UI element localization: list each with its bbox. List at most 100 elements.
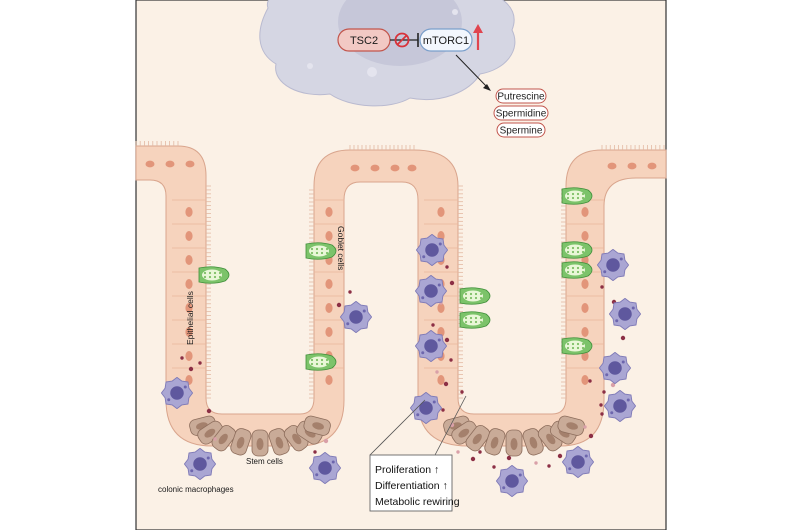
polyamine-dot <box>449 280 455 286</box>
effects-box <box>369 454 453 512</box>
polyamine-dot <box>492 465 496 469</box>
polyamine-dot <box>456 450 460 454</box>
nucleus <box>325 231 333 241</box>
polyamine-pill <box>495 88 547 104</box>
macrophage <box>308 451 342 485</box>
goblet-cell <box>561 241 593 259</box>
polyamine-dot <box>431 323 435 327</box>
polyamine-dot <box>198 361 202 365</box>
nucleus <box>607 162 617 170</box>
goblet-cell <box>459 311 491 329</box>
polyamine-dot <box>506 455 512 461</box>
polyamine-dot <box>441 408 445 412</box>
polyamine-dot <box>435 370 439 374</box>
nucleus <box>185 207 193 217</box>
stem-cell <box>465 425 491 452</box>
polyamine-dot <box>323 438 329 444</box>
polyamine-pill <box>493 105 549 121</box>
nucleus <box>145 160 155 168</box>
goblet-cell <box>305 242 337 260</box>
goblet-cell <box>561 261 593 279</box>
nucleus <box>581 375 589 385</box>
macrophage <box>596 248 630 282</box>
macrophage <box>603 389 637 423</box>
polyamine-label: Spermidine <box>496 109 547 120</box>
polyamine-dot <box>213 437 217 441</box>
effects-callout: Proliferation ↑ Differentiation ↑ Metabo… <box>369 395 467 512</box>
polyamine-dot <box>443 381 449 387</box>
polyamine-pill <box>496 122 546 138</box>
stem-cell <box>197 420 225 445</box>
polyamine-dot <box>460 390 464 394</box>
polyamine-dot <box>588 379 592 383</box>
nucleus <box>325 327 333 337</box>
nucleus <box>325 279 333 289</box>
stem-cell <box>303 415 331 436</box>
polyamine-dot <box>547 464 551 468</box>
stem-cell <box>451 420 479 445</box>
nucleus <box>325 303 333 313</box>
stem-cell <box>230 428 252 456</box>
macrophage <box>414 274 448 308</box>
polyamine-dot <box>445 265 449 269</box>
macrophage <box>339 300 373 334</box>
polyamine-dot <box>620 335 626 341</box>
epithelium-layer <box>135 141 667 447</box>
arrow-head-icon <box>483 84 491 91</box>
goblet-cell <box>561 187 593 205</box>
polyamine-dot <box>180 356 184 360</box>
effect-metabolic-rewiring: Metabolic rewiring <box>375 496 460 508</box>
polyamine-dot <box>602 390 606 394</box>
polyamine-label: Spermine <box>500 126 543 137</box>
goblet-cell <box>305 353 337 371</box>
polyamine-dot <box>336 302 342 308</box>
stem-cell <box>484 428 506 456</box>
macrophage <box>415 233 449 267</box>
nucleus <box>581 207 589 217</box>
stem-cell-layer <box>189 415 585 457</box>
macrophage <box>608 297 642 331</box>
stem-cell <box>251 429 269 457</box>
goblet-cell <box>561 337 593 355</box>
nucleus <box>627 162 637 170</box>
macrophage <box>495 464 529 498</box>
up-arrow-icon <box>473 24 483 50</box>
polyamine-dot <box>206 408 212 414</box>
nucleus <box>185 279 193 289</box>
polyamine-dot <box>600 412 604 416</box>
nucleus <box>185 160 195 168</box>
macrophage <box>160 376 194 410</box>
mtorc1-pill <box>419 28 473 52</box>
polyamine-dot <box>444 337 450 343</box>
nucleus <box>647 162 657 170</box>
nucleus <box>325 207 333 217</box>
polyamine-dot <box>599 403 603 407</box>
epithelial-band <box>135 145 667 447</box>
polyamine-dot <box>470 456 476 462</box>
polyamine-dot <box>188 366 194 372</box>
stem-cell <box>211 425 237 452</box>
nucleus <box>185 255 193 265</box>
goblet-cell <box>198 266 230 284</box>
pathway-diagram: TSC2 mTORC1 Putrescine Spermidine Spermi… <box>337 24 549 138</box>
stem-cell <box>557 415 585 436</box>
nucleus <box>437 375 445 385</box>
polyamine-dot <box>600 285 604 289</box>
stem-cell <box>505 429 523 457</box>
goblet-cells-label: Goblet cells <box>336 226 346 270</box>
nucleus <box>370 164 380 172</box>
polyamine-dot <box>478 450 482 454</box>
macrophage <box>561 445 595 479</box>
polyamine-dot <box>557 453 563 459</box>
nucleus <box>581 327 589 337</box>
tsc2-label: TSC2 <box>350 35 378 47</box>
epithelial-cells-label: Epithelial cells <box>185 291 195 345</box>
macrophage-layer <box>160 233 642 498</box>
nucleus <box>581 303 589 313</box>
goblet-cell-layer <box>198 187 593 371</box>
effect-proliferation: Proliferation ↑ <box>375 464 439 476</box>
polyamine-dot <box>534 461 538 465</box>
stem-cells-label: Stem cells <box>246 457 283 466</box>
nucleus <box>185 303 193 313</box>
